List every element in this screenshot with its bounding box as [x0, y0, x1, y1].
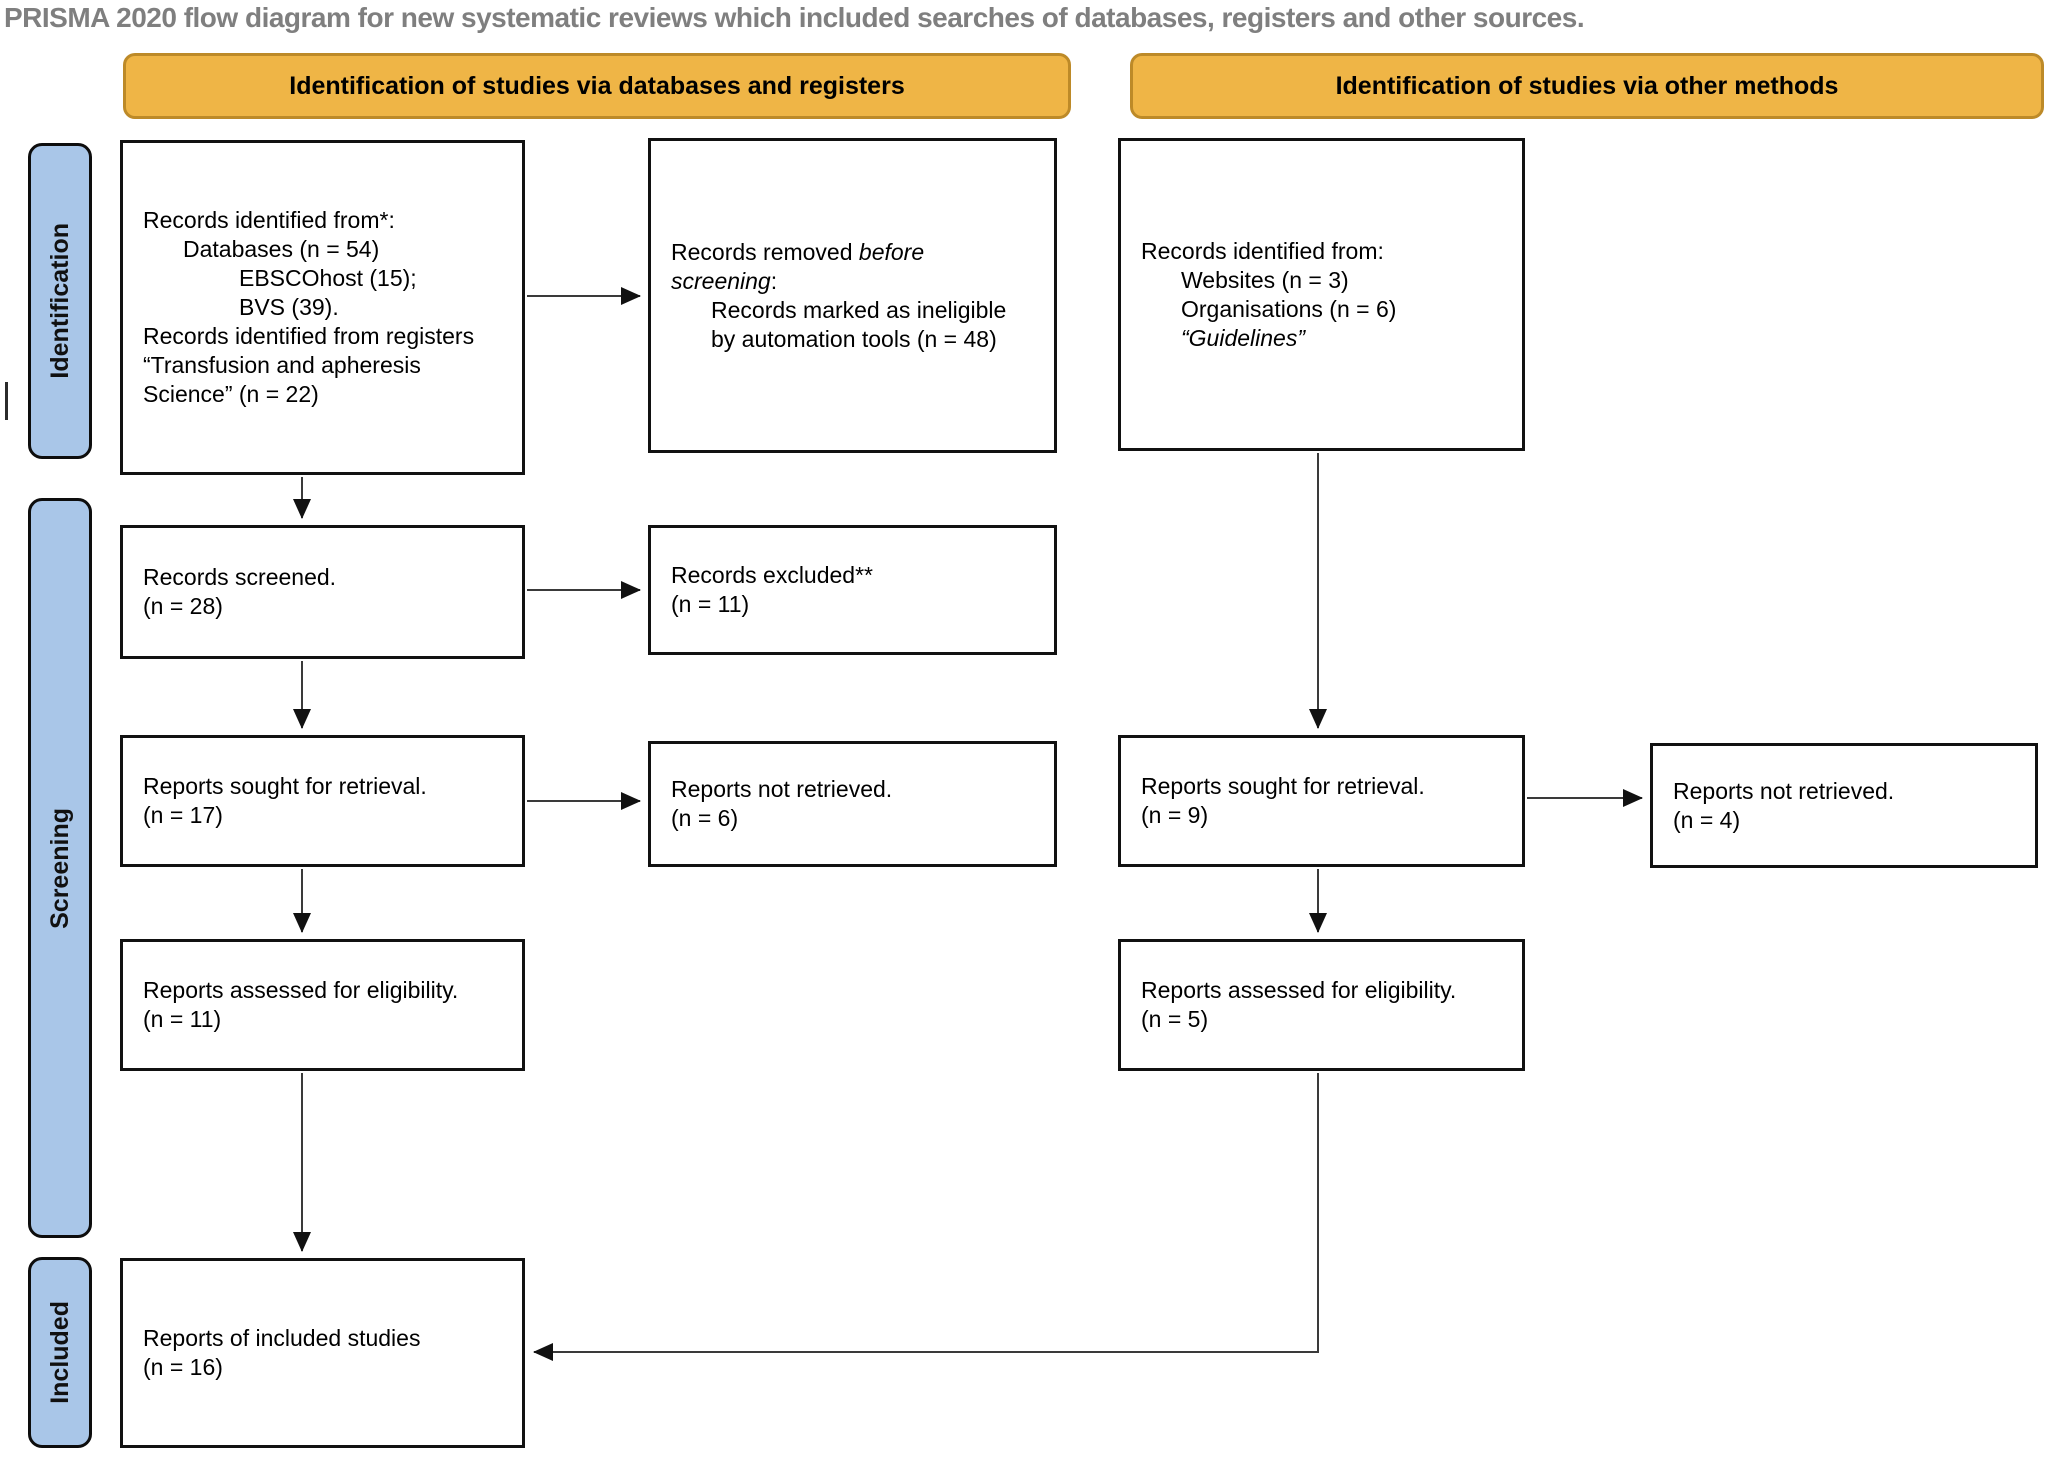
- box-line: (n = 9): [1141, 802, 1209, 828]
- stage-label-identification-text: Identification: [45, 223, 74, 379]
- diagram-title: PRISMA 2020 flow diagram for new systema…: [4, 2, 1585, 33]
- box-line: Reports of included studies: [143, 1325, 421, 1351]
- box-line: BVS (39).: [239, 294, 339, 320]
- box-line: (n = 16): [143, 1354, 223, 1380]
- box-line: Science” (n = 22): [143, 381, 319, 407]
- box-line: “Transfusion and apheresis: [143, 352, 421, 378]
- box-line: Records removed before: [671, 238, 925, 265]
- box-line: (n = 11): [671, 591, 750, 617]
- box-reports-not-retrieved-other: Reports not retrieved.(n = 4): [1650, 743, 2038, 868]
- box-line: by automation tools (n = 48): [711, 325, 997, 352]
- box-line: (n = 6): [671, 805, 739, 831]
- box-records-excluded: Records excluded** (n = 11): [648, 525, 1057, 655]
- text-cursor-artifact: [5, 382, 8, 420]
- box-line: Records identified from registers: [143, 323, 475, 349]
- stage-label-identification: Identification: [28, 143, 92, 459]
- box-records-screened: Records screened. (n = 28): [120, 525, 525, 659]
- column-header-databases-registers: Identification of studies via databases …: [123, 53, 1071, 119]
- column-header-other-methods: Identification of studies via other meth…: [1130, 53, 2044, 119]
- box-records-identified-databases: Records identified from*: Databases (n = …: [120, 140, 525, 475]
- box-line: Records screened.: [143, 564, 337, 590]
- stage-label-screening-text: Screening: [45, 807, 74, 929]
- box-line: Reports sought for retrieval.: [143, 773, 427, 799]
- box-line: Records excluded**: [671, 562, 874, 588]
- box-reports-assessed-databases: Reports assessed for eligibility. (n = 11…: [120, 939, 525, 1071]
- box-line: Websites (n = 3): [1181, 266, 1349, 293]
- stage-label-screening: Screening: [28, 498, 92, 1238]
- box-line: Databases (n = 54): [183, 236, 380, 262]
- box-records-identified-other: Records identified from:Websites (n = 3)…: [1118, 138, 1525, 451]
- stage-label-included: Included: [28, 1257, 92, 1448]
- box-line: Reports not retrieved.: [1673, 777, 1895, 804]
- box-line: Reports sought for retrieval.: [1141, 773, 1425, 799]
- box-line: Records identified from*:: [143, 207, 395, 233]
- box-line: Reports assessed for eligibility.: [143, 977, 459, 1003]
- box-line: EBSCOhost (15);: [239, 265, 417, 291]
- box-line: (n = 11): [143, 1006, 222, 1032]
- box-line: Records marked as ineligible: [711, 296, 1007, 323]
- box-line: Reports not retrieved.: [671, 776, 893, 802]
- box-reports-included: Reports of included studies (n = 16): [120, 1258, 525, 1448]
- box-line: Reports assessed for eligibility.: [1141, 977, 1457, 1003]
- box-line: screening:: [671, 267, 778, 294]
- arrow-other-assessed-to-included: [533, 1073, 1319, 1361]
- box-reports-assessed-other: Reports assessed for eligibility. (n = 5): [1118, 939, 1525, 1071]
- box-reports-sought-databases: Reports sought for retrieval. (n = 17): [120, 735, 525, 867]
- box-line: Organisations (n = 6): [1181, 295, 1397, 322]
- box-line: Records identified from:: [1141, 237, 1384, 264]
- stage-label-included-text: Included: [45, 1301, 74, 1404]
- box-line: (n = 28): [143, 593, 223, 619]
- box-line: “Guidelines”: [1181, 324, 1305, 351]
- box-line: (n = 17): [143, 802, 223, 828]
- box-reports-sought-other: Reports sought for retrieval. (n = 9): [1118, 735, 1525, 867]
- box-line: (n = 5): [1141, 1006, 1209, 1032]
- box-reports-not-retrieved-databases: Reports not retrieved. (n = 6): [648, 741, 1057, 867]
- box-line: (n = 4): [1673, 806, 1741, 833]
